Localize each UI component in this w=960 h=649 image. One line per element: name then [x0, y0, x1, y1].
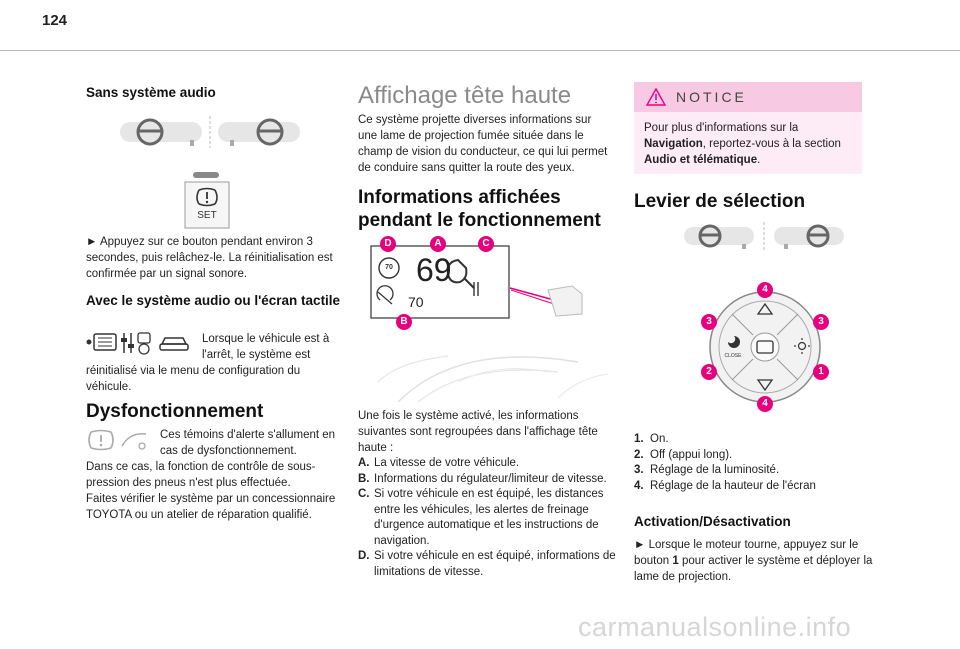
- list-item: 3.Réglage de la luminosité.: [634, 464, 780, 476]
- heading-affichage: Affichage tête haute: [358, 82, 572, 109]
- hud-label-a: A: [434, 238, 442, 249]
- pad-number: 2: [706, 366, 712, 377]
- set-button-icon: [184, 172, 230, 229]
- hud-illustration: [370, 236, 609, 402]
- steering-wheel-icon: [120, 116, 300, 148]
- text-lorsque-1: Lorsque le véhicule est à l'arrêt, le sy…: [202, 333, 330, 361]
- page-number: 124: [42, 12, 68, 29]
- column-2: Affichage tête haute Ce système projette…: [358, 58, 616, 588]
- list-item: C.Si votre véhicule en est équipé, les d…: [358, 488, 604, 547]
- pad-legend-list: 1.On. 2.Off (appui long). 3.Réglage de l…: [634, 432, 892, 494]
- hud-label-b: B: [400, 316, 408, 327]
- list-item: B.Informations du régulateur/limiteur de…: [358, 472, 607, 485]
- set-label: SET: [197, 210, 217, 221]
- notice-title: NOTICE: [676, 89, 747, 105]
- list-item: D.Si votre véhicule en est équipé, infor…: [358, 550, 616, 578]
- heading-levier: Levier de sélection: [634, 191, 806, 212]
- control-pad-illustration: [701, 282, 829, 412]
- pad-number: 3: [818, 316, 824, 327]
- text-temoins: Ces témoins d'alerte s'allument en cas d…: [160, 429, 336, 457]
- text-lorsque-2: réinitialisé via le menu de configuratio…: [86, 365, 301, 393]
- column-3: NOTICE Pour plus d'informations sur la N…: [634, 58, 892, 588]
- pad-number: 3: [706, 316, 712, 327]
- heading-infos: Informations affichées pendant le foncti…: [358, 187, 601, 231]
- heading-avec-audio: Avec le système audio ou l'écran tactile: [86, 293, 341, 308]
- hud-label-d: D: [384, 238, 392, 249]
- heading-activation: Activation/Désactivation: [634, 514, 791, 529]
- text-dans-ce-cas: Dans ce cas, la fonction de contrôle de …: [86, 461, 316, 489]
- text-intro: Ce système projette diverses information…: [358, 114, 608, 174]
- steering-wheel-icon: [684, 222, 844, 250]
- notice-box: NOTICE Pour plus d'informations sur la N…: [634, 82, 862, 174]
- column-1: Sans système audio SET ► Appuyez sur ce …: [86, 58, 342, 538]
- pad-number: 4: [762, 284, 768, 295]
- list-item: 2.Off (appui long).: [634, 448, 733, 461]
- hud-sign-value: 70: [385, 264, 393, 271]
- list-item: 1.On.: [634, 433, 669, 445]
- text-une-fois: Une fois le système activé, les informat…: [358, 410, 598, 454]
- text-faites: Faites vérifier le système par un conces…: [86, 493, 336, 521]
- close-label: CLOSE: [724, 353, 742, 359]
- notice-text: Pour plus d'informations sur la Navigati…: [644, 122, 841, 166]
- list-item: A.La vitesse de votre véhicule.: [358, 457, 520, 469]
- pad-number: 1: [818, 366, 824, 377]
- top-rule: [0, 50, 960, 51]
- info-list: A.La vitesse de votre véhicule. B.Inform…: [358, 456, 616, 580]
- warning-triangle-icon: [646, 88, 666, 106]
- hud-limit: 70: [408, 294, 424, 310]
- hud-speed: 69: [416, 252, 452, 288]
- notice-header: [634, 82, 862, 112]
- text-appuyez: ► Appuyez sur ce bouton pendant environ …: [86, 236, 333, 280]
- hud-label-c: C: [482, 238, 490, 249]
- heading-sans-audio: Sans système audio: [86, 85, 216, 100]
- watermark: carmanualsonline.info: [578, 612, 852, 642]
- heading-dysfonctionnement: Dysfonctionnement: [86, 401, 264, 422]
- list-item: 4.Réglage de la hauteur de l'écran: [634, 479, 816, 492]
- settings-icons: [86, 332, 189, 355]
- warning-lights-icon: [88, 429, 147, 451]
- text-activation: ► Lorsque le moteur tourne, appuyez sur …: [634, 539, 873, 583]
- pad-number: 4: [762, 398, 768, 409]
